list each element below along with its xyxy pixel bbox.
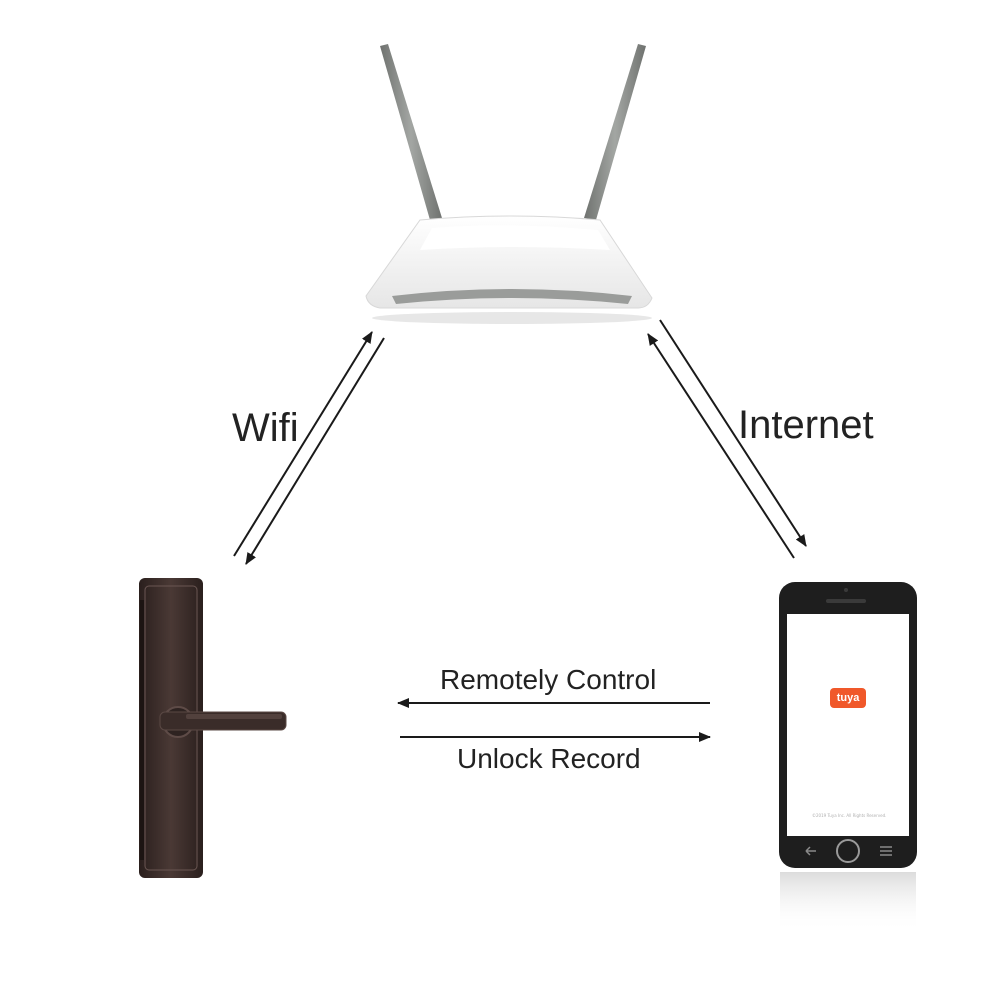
back-icon	[805, 846, 816, 856]
wifi-arrow-up	[233, 331, 373, 557]
tuya-app-logo: tuya	[830, 688, 866, 708]
phone-screen	[787, 614, 909, 836]
remote-control-label: Remotely Control	[440, 664, 657, 695]
smartphone-image	[779, 582, 917, 932]
internet-arrow-down	[659, 319, 807, 547]
router-vent	[392, 289, 632, 304]
home-button-icon	[836, 839, 860, 863]
app-copyright: ©2019 Tuya Inc. All Rights Reserved.	[812, 813, 887, 818]
router-image	[365, 44, 653, 324]
unlock-record-label: Unlock Record	[457, 743, 641, 774]
right-antenna-icon	[584, 44, 646, 220]
internet-arrow-up	[647, 333, 795, 559]
left-antenna-icon	[380, 44, 442, 220]
internet-label: Internet	[738, 403, 874, 447]
menu-icon	[880, 846, 892, 856]
wifi-arrow-down	[245, 337, 385, 565]
door-lock-image	[139, 578, 287, 878]
wifi-label: Wifi	[232, 406, 299, 450]
